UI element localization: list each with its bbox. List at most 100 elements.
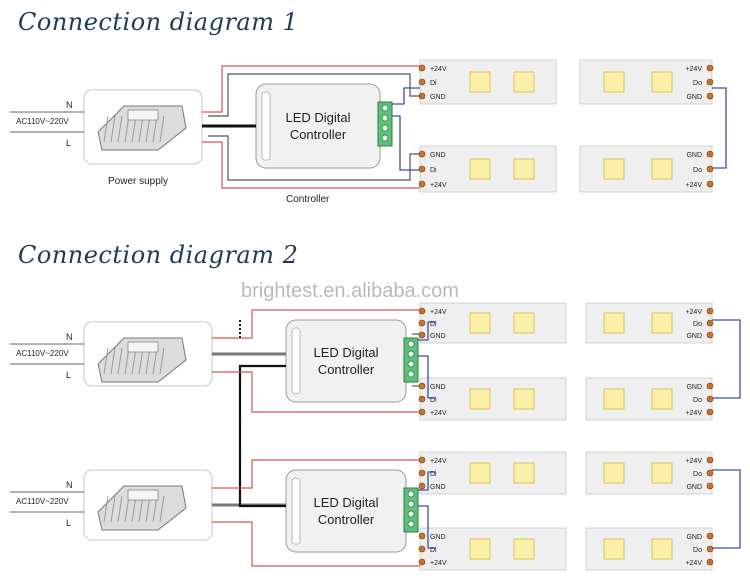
diagram2-led-chip <box>651 388 673 410</box>
diagram2-strip-c-right-pad-label: Do <box>693 471 702 478</box>
diagram2-strip-b-left-pad-label: +24V <box>430 410 447 417</box>
diagram2-strip-d-right-pad-label: +24V <box>685 560 702 567</box>
diagram2-controller-output-terminal <box>403 337 419 383</box>
diagram2-24v-wire-a <box>212 309 420 339</box>
diagram2-strip-b-left-pad-label: Di <box>430 397 437 404</box>
diagram1-controller-side-port <box>261 91 271 161</box>
diagram2-strip-d-left-pad-label: +24V <box>430 560 447 567</box>
diagram1-strip-top-right-pad <box>706 64 714 72</box>
diagram2-led-chip <box>651 462 673 484</box>
diagram2-sync-wire <box>238 364 286 508</box>
diagram2-input-voltage: AC110V~220V <box>16 497 69 506</box>
diagram2-strip-a-left-pad <box>418 319 426 327</box>
diagram2-controller-terminal-screw <box>407 370 415 378</box>
diagram1-strip-bottom-right-pad <box>706 180 714 188</box>
diagram2-power-supply-fin <box>159 347 165 375</box>
diagram2-controller-side-port <box>291 477 301 545</box>
diagram2-strip-b-left-pad <box>418 395 426 403</box>
diagram1-controller-body <box>255 83 381 169</box>
diagram2-power-supply-label-plate <box>127 489 159 501</box>
diagram2-n-label: N <box>66 332 73 342</box>
diagram1-strip-bottom-left-pad-label: GND <box>430 152 446 159</box>
diagram2-end-loop-a <box>712 319 741 399</box>
diagram2-led-chip <box>603 388 625 410</box>
diagram2-strip-d-left-pad <box>418 532 426 540</box>
diagram1-controller-output-terminal <box>377 101 393 147</box>
diagram2-strip-d-right-pad-label: GND <box>686 534 702 541</box>
diagram1-gnd-wire-top <box>208 73 420 117</box>
diagram1-strip-bottom-right-pad <box>706 150 714 158</box>
diagram2-strip-d-right-pad <box>706 532 714 540</box>
diagram2-strip-a-left-pad-label: GND <box>430 333 446 340</box>
diagram2-strip-b-right-pad-label: GND <box>686 384 702 391</box>
diagram1-power-supply-fin <box>110 115 116 143</box>
diagram1-strip-bottom-left-pad-label: Di <box>430 167 437 174</box>
diagram2-strip-d-left-pad <box>418 545 426 553</box>
diagram1-strip-top-left-pad <box>418 78 426 86</box>
diagram1-strip-bottom-left-pad <box>418 180 426 188</box>
diagram2-controller-title-line1: LED Digital <box>313 345 378 360</box>
diagram2-controller-terminal-screw <box>407 340 415 348</box>
diagram2-strip-c-left-pad-label: Di <box>430 471 437 478</box>
diagram2-led-chip <box>513 388 535 410</box>
diagram2-strip-d-left-pad-label: Di <box>430 547 437 554</box>
diagram2-led-chip <box>469 388 491 410</box>
diagram2-data-wire-c <box>418 471 436 491</box>
diagram2-power-supply-fin <box>110 347 116 375</box>
diagram2-controller-output-terminal <box>403 487 419 533</box>
diagram2-strip-d-right-pad <box>706 558 714 566</box>
diagram2-controller-title-line1: LED Digital <box>313 495 378 510</box>
diagram2-power-supply-fin <box>117 347 123 375</box>
diagram2-strip-a-left-strip <box>419 302 567 344</box>
diagram2-24v-wire-b <box>212 371 420 413</box>
diagram2-strip-d-left-pad <box>418 558 426 566</box>
diagram2-strip-b-right-pad-label: Do <box>693 397 702 404</box>
diagram2-controller-terminal-screw <box>407 500 415 508</box>
diagram2-controller-title-line2: Controller <box>318 512 375 527</box>
diagram2-end-loop-b <box>712 469 741 549</box>
diagram1-strip-bottom-right-strip <box>579 145 713 193</box>
diagram2-l-label: L <box>66 518 71 528</box>
diagram2-strip-d-right-pad <box>706 545 714 553</box>
diagram2-l-label: L <box>66 370 71 380</box>
diagram2-strip-a-left-pad-label: Di <box>430 321 437 328</box>
diagram2-24v-wire-c <box>212 459 420 489</box>
diagram2-data-wire-b <box>418 355 436 399</box>
diagram1-controller-terminal-screw <box>381 124 389 132</box>
diagram2-strip-c-right-pad <box>706 482 714 490</box>
diagram1-l-label: L <box>66 138 71 148</box>
diagram2-strip-c-left-pad <box>418 469 426 477</box>
diagram1-strip-top-right-strip <box>579 59 713 105</box>
diagram2-strip-b-right-pad <box>706 382 714 390</box>
diagram1-controller-terminal-screw <box>381 134 389 142</box>
diagram2-strip-c-left-pad-label: GND <box>430 484 446 491</box>
diagram2-controller-terminal-screw <box>407 520 415 528</box>
diagram1-led-chip <box>651 71 673 93</box>
diagram1-controller-title-line2: Controller <box>290 127 347 142</box>
diagram1-strip-top-right-pad <box>706 92 714 100</box>
diagram2-power-supply-fin <box>110 495 116 523</box>
diagram2-power-supply-fin <box>103 495 109 523</box>
diagram1-strip-top-right-pad <box>706 78 714 86</box>
diagram2-controller-terminal-screw <box>407 360 415 368</box>
diagram1-strip-bottom-left-pad-label: +24V <box>430 182 447 189</box>
diagram1-power-supply-fin <box>117 115 123 143</box>
diagram2-led-chip <box>603 312 625 334</box>
diagram1-power-supply-fin <box>159 115 165 143</box>
diagram2-strip-a-right-pad <box>706 331 714 339</box>
diagram2-led-chip <box>469 462 491 484</box>
diagram1-led-chip <box>513 158 535 180</box>
diagram2-led-chip <box>651 312 673 334</box>
diagram1-24v-wire-bottom <box>202 141 420 189</box>
diagram2-led-chip <box>513 312 535 334</box>
diagram1-led-chip <box>513 71 535 93</box>
diagram2-title: Connection diagram 2 <box>18 241 299 269</box>
diagram1-strip-top-left-pad-label: Di <box>430 80 437 87</box>
diagram2-strip-a-left-pad <box>418 331 426 339</box>
diagram2-strip-d-left-pad-label: GND <box>430 534 446 541</box>
diagram2-strip-a-right-pad-label: +24V <box>685 309 702 316</box>
diagram2-strip-c-right-pad <box>706 456 714 464</box>
diagram2-controller-terminal-screw <box>407 510 415 518</box>
